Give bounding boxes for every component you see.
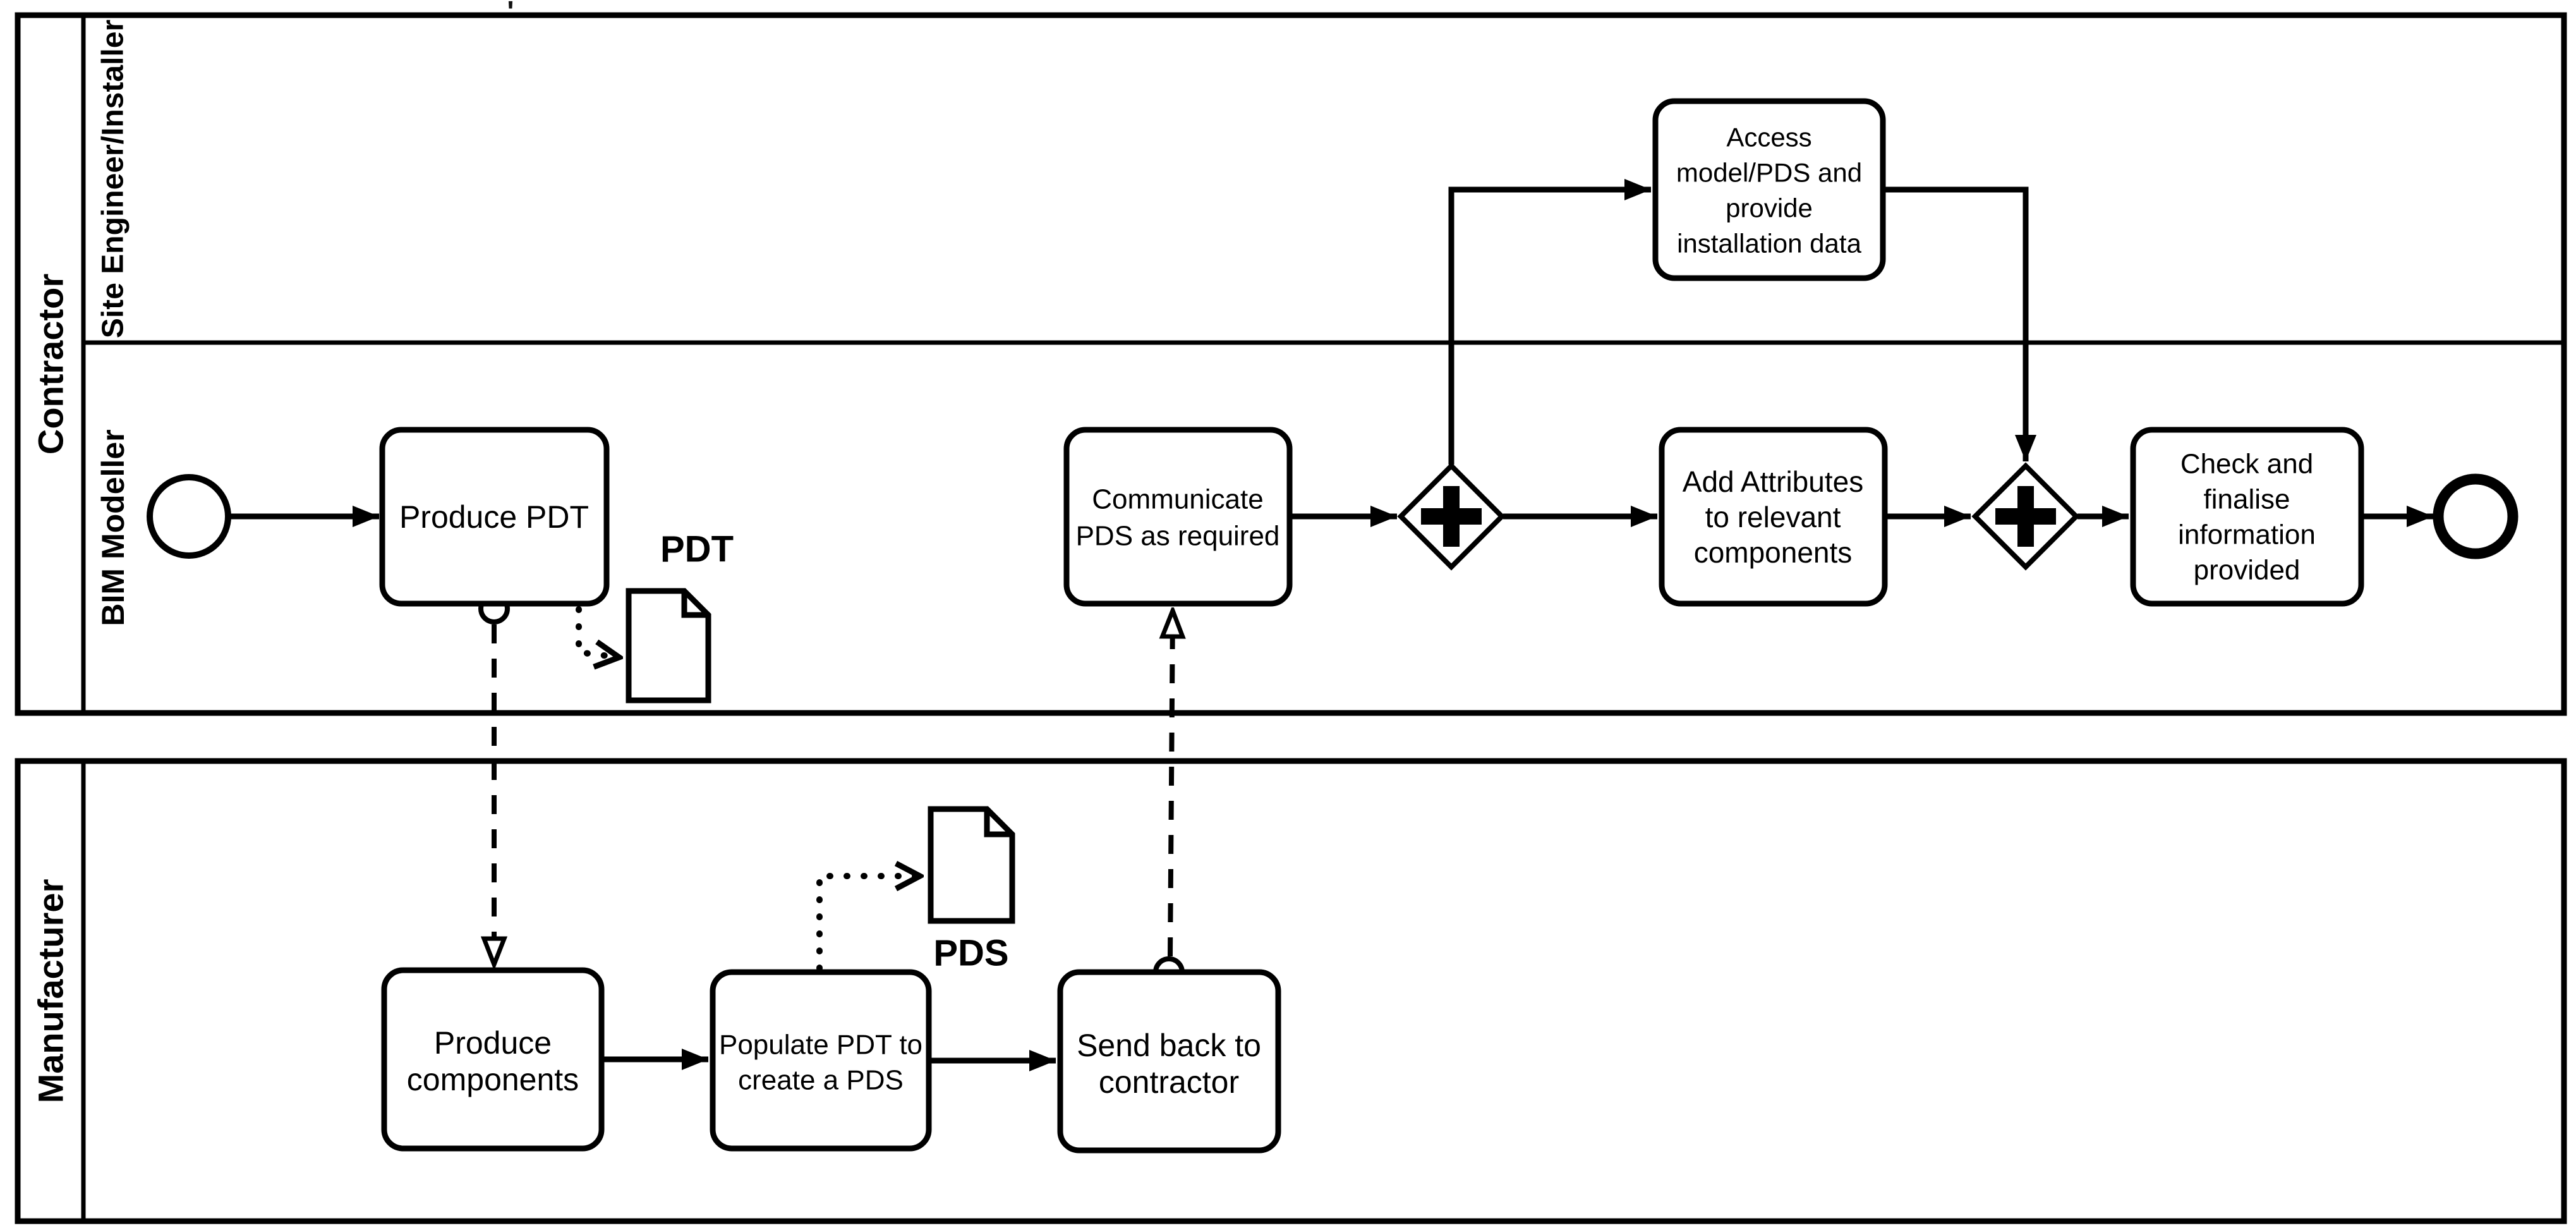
task-access-model-label: provide	[1726, 193, 1813, 223]
document-icon[interactable]	[928, 806, 1015, 924]
task-populate-pdt-box[interactable]	[710, 969, 932, 1152]
end-event[interactable]	[2433, 473, 2519, 559]
flow-gateway1-to-access-model	[1448, 179, 1651, 465]
task-send-back-label: Send back to	[1077, 1028, 1261, 1063]
lane-site-engineer-installer-label: Site Engineer/Installer	[97, 20, 130, 338]
task-communicate-pds-box[interactable]	[1063, 427, 1293, 607]
association-populate-to-pds-doc	[816, 876, 920, 971]
task-check-finalise[interactable]: Check and finalise information provided	[2130, 427, 2364, 607]
task-access-model-label: model/PDS and	[1676, 158, 1862, 188]
task-check-finalise-label: information	[2178, 520, 2316, 551]
task-produce-pdt[interactable]: Produce PDT	[379, 427, 610, 607]
pool-manufacturer: Manufacturer	[15, 758, 2567, 1224]
task-produce-pdt-box[interactable]	[379, 427, 610, 607]
task-add-attributes-label: Add Attributes	[1683, 465, 1863, 498]
task-check-finalise-label: provided	[2194, 555, 2301, 586]
lane-bim-modeller-label: BIM Modeller	[95, 429, 131, 626]
pool-manufacturer-frame	[15, 758, 2567, 1224]
task-access-model[interactable]: Access model/PDS and provide installatio…	[1652, 98, 1886, 281]
task-check-finalise-box[interactable]	[2130, 427, 2364, 607]
task-access-model-label: installation data	[1677, 229, 1862, 259]
task-send-back-label: contractor	[1099, 1064, 1239, 1100]
flow-access-model-to-gateway2	[1884, 186, 2036, 461]
task-produce-components-box[interactable]	[381, 967, 605, 1152]
task-communicate-pds[interactable]: Communicate PDS as required	[1063, 427, 1293, 607]
parallel-gateway-1[interactable]	[1397, 462, 1506, 571]
task-communicate-pds-label: Communicate	[1092, 484, 1263, 515]
message-flow-send-back-to-communicate	[1170, 611, 1173, 957]
task-send-back-box[interactable]	[1057, 969, 1281, 1154]
task-produce-components[interactable]: Produce components	[381, 967, 605, 1152]
task-produce-pdt-label: Produce PDT	[399, 499, 589, 535]
task-populate-pdt-label: Populate PDT to	[719, 1030, 922, 1061]
task-access-model-label: Access	[1726, 123, 1811, 152]
task-produce-components-label: Produce	[434, 1025, 552, 1061]
task-access-model-box[interactable]	[1652, 98, 1886, 281]
document-fold	[984, 809, 1012, 837]
parallel-gateway-2[interactable]	[1971, 462, 2080, 571]
task-populate-pdt[interactable]: Populate PDT to create a PDS	[710, 969, 932, 1152]
stray-mark-artifact: '	[507, 0, 514, 28]
task-send-back[interactable]: Send back to contractor	[1057, 969, 1281, 1154]
task-add-attributes[interactable]: Add Attributes to relevant components	[1659, 427, 1888, 607]
task-add-attributes-box[interactable]	[1659, 427, 1888, 607]
data-object-pds[interactable]: PDS	[928, 806, 1015, 974]
parallel-gateway-icon	[1995, 486, 2056, 547]
start-event[interactable]	[147, 474, 231, 559]
data-object-pdt-label: PDT	[660, 529, 734, 570]
task-produce-components-label: components	[407, 1062, 579, 1097]
document-icon[interactable]	[626, 588, 711, 703]
pool-contractor-label: Contractor	[31, 274, 71, 454]
document-fold	[681, 591, 708, 618]
sequence-flows	[229, 179, 2433, 1071]
lane-bim-modeller: BIM Modeller	[95, 429, 131, 626]
task-populate-pdt-label: create a PDS	[738, 1065, 904, 1096]
pool-contractor: Contractor Site Engineer/Installer BIM M…	[15, 12, 2567, 716]
pool-contractor-frame	[15, 12, 2567, 716]
parallel-gateway-icon	[1421, 486, 1482, 547]
association-produce-pdt-to-pdt-doc	[576, 606, 619, 657]
pool-manufacturer-label: Manufacturer	[31, 879, 71, 1104]
data-object-pds-label: PDS	[933, 933, 1008, 974]
task-add-attributes-label: components	[1694, 536, 1853, 569]
lane-site-engineer-installer: Site Engineer/Installer	[97, 20, 130, 338]
task-check-finalise-label: finalise	[2204, 484, 2290, 515]
task-add-attributes-label: to relevant	[1705, 501, 1841, 533]
data-object-pdt[interactable]: PDT	[626, 529, 734, 703]
task-communicate-pds-label: PDS as required	[1076, 521, 1280, 552]
task-check-finalise-label: Check and	[2180, 449, 2313, 480]
data-associations	[576, 606, 920, 971]
